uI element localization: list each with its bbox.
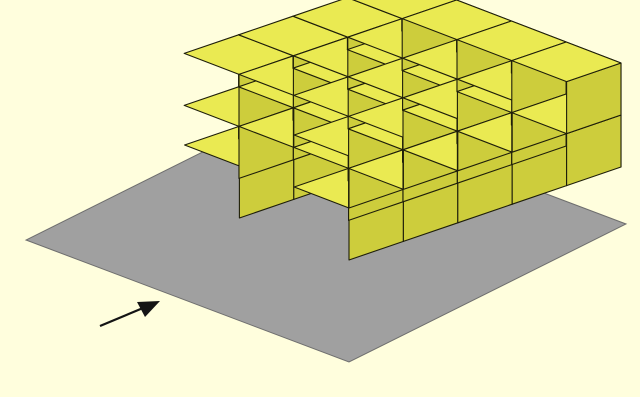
view-direction-arrow-icon xyxy=(99,301,160,328)
cube-stack xyxy=(183,0,622,261)
cube xyxy=(511,41,622,135)
cube-top-face xyxy=(511,41,622,83)
